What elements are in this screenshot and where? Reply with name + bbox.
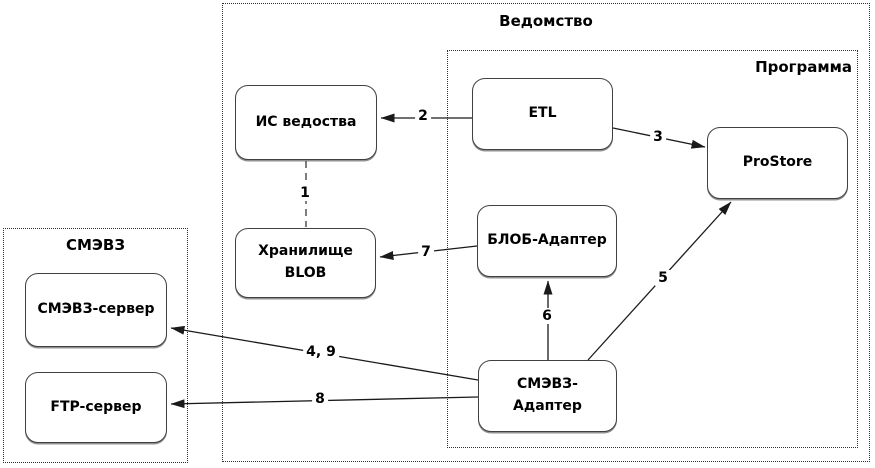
- edge-label-3: 3: [650, 129, 666, 145]
- node-ftp-server-label: FTP-сервер: [50, 398, 142, 415]
- edge-label-6: 6: [539, 308, 555, 324]
- node-smev-adapter-label: СМЭВЗ- Адаптер: [513, 376, 582, 414]
- edge-label-1: 1: [297, 185, 313, 201]
- node-blob-storage-label: Хранилище BLOB: [258, 243, 353, 281]
- node-ftp-server: FTP-сервер: [25, 372, 167, 443]
- node-smev-adapter: СМЭВЗ- Адаптер: [478, 360, 617, 432]
- edge-label-5: 5: [655, 270, 671, 286]
- container-programma-title: Программа: [755, 58, 852, 76]
- node-smev-server-label: СМЭВЗ-сервер: [37, 301, 155, 318]
- node-etl-label: ETL: [528, 105, 557, 122]
- node-prostore: ProStore: [707, 127, 848, 199]
- edge-label-7: 7: [418, 244, 434, 260]
- node-is-vedostva: ИС ведоства: [235, 85, 377, 160]
- node-is-vedostva-label: ИС ведоства: [255, 113, 357, 130]
- node-blob-adapter-label: БЛОБ-Адаптер: [487, 232, 607, 249]
- container-smev-title: СМЭВЗ: [65, 236, 126, 254]
- edge-label-4-9: 4, 9: [303, 344, 339, 360]
- node-smev-server: СМЭВЗ-сервер: [25, 273, 167, 347]
- node-blob-adapter: БЛОБ-Адаптер: [477, 205, 617, 277]
- node-prostore-label: ProStore: [742, 154, 813, 171]
- edge-label-8: 8: [312, 391, 328, 407]
- container-vedomstvo: Ведомство: [222, 3, 870, 462]
- container-vedomstvo-title: Ведомство: [499, 12, 593, 30]
- node-blob-storage: Хранилище BLOB: [235, 228, 376, 298]
- edge-label-2: 2: [415, 108, 431, 124]
- node-etl: ETL: [472, 78, 613, 150]
